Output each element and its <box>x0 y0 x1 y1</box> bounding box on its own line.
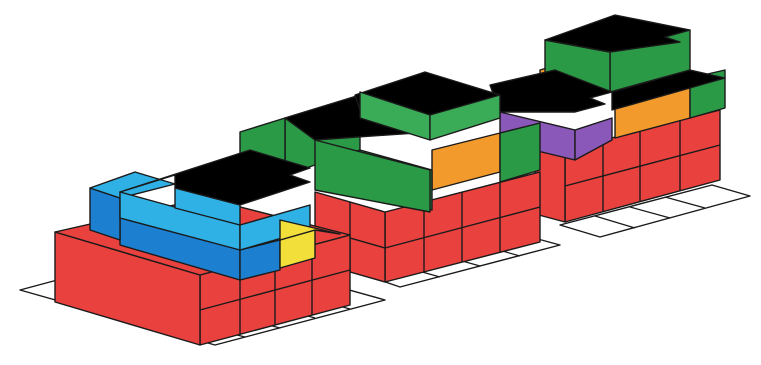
block-orange-front <box>432 133 500 190</box>
left-stack <box>55 150 350 345</box>
